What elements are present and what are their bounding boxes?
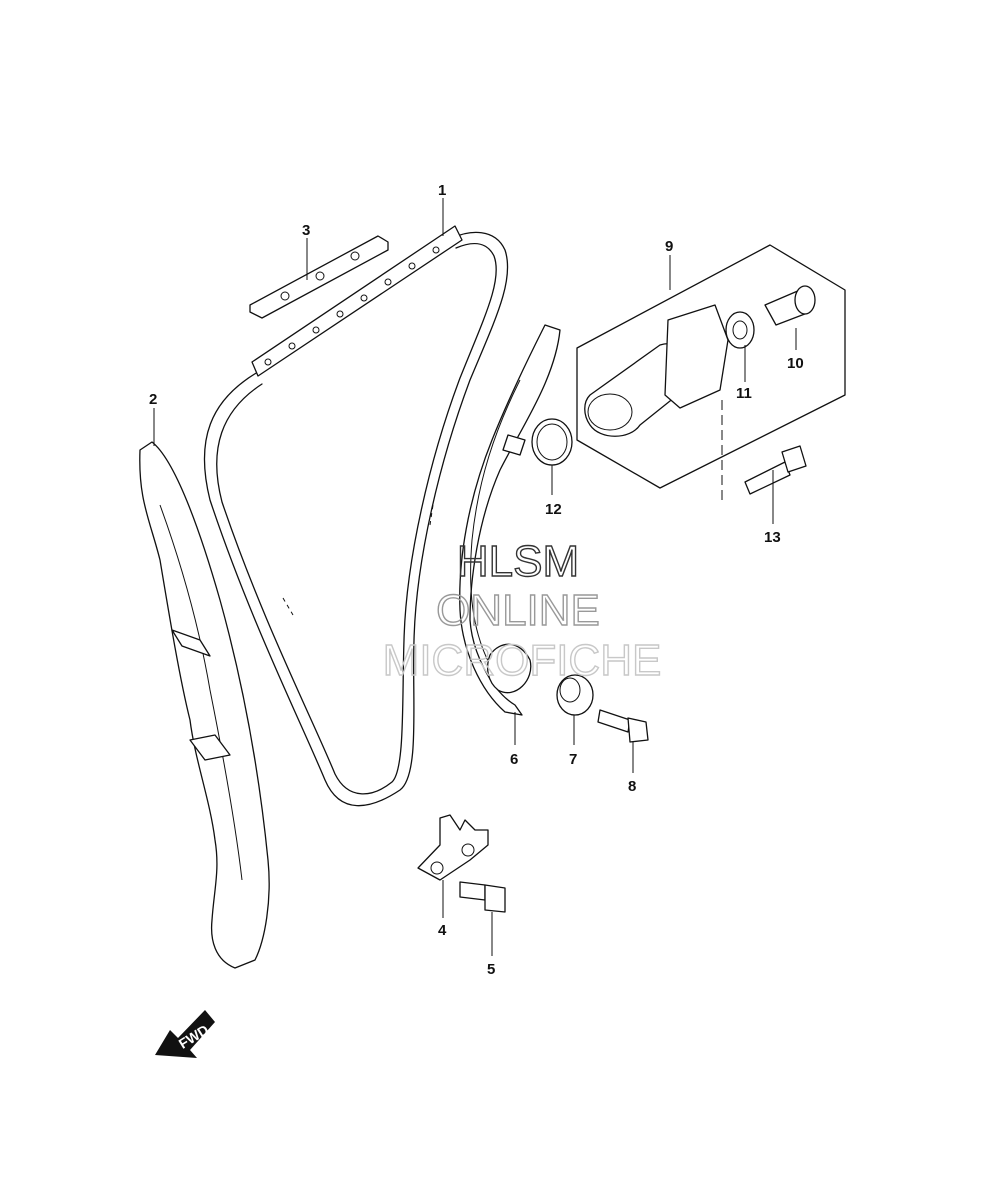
callout-12: 12 <box>545 501 562 518</box>
pivot-bolt <box>597 709 649 743</box>
tensioner-assembly-box <box>576 244 846 500</box>
callout-9: 9 <box>665 238 673 255</box>
callout-1: 1 <box>438 182 446 199</box>
collar <box>556 674 594 716</box>
bracket <box>417 814 489 881</box>
callout-5: 5 <box>487 961 495 978</box>
callout-10: 10 <box>787 355 804 372</box>
callout-8: 8 <box>628 778 636 795</box>
watermark-line-1: HLSM <box>457 537 579 586</box>
forward-arrow-icon: FWD <box>155 1010 215 1058</box>
callout-7: 7 <box>569 751 577 768</box>
watermark-line-3: MICROFICHE <box>383 636 662 685</box>
leader-lines <box>153 198 797 956</box>
callout-11: 11 <box>736 385 752 402</box>
front-chain-guide <box>139 441 270 969</box>
callout-13: 13 <box>764 529 781 546</box>
callout-6: 6 <box>510 751 518 768</box>
callout-3: 3 <box>302 222 310 239</box>
callout-labels: 1 2 3 4 5 6 7 8 9 10 11 12 13 <box>149 182 804 978</box>
watermark-line-2: ONLINE <box>436 586 600 635</box>
callout-4: 4 <box>438 922 447 939</box>
bracket-bolt <box>459 881 506 913</box>
chain-links <box>251 225 463 377</box>
tensioner-guide <box>459 324 561 716</box>
tensioner-bolt <box>744 445 807 495</box>
gasket-ring <box>531 418 573 466</box>
chain-guide-plate <box>249 235 389 319</box>
cam-chain <box>203 231 509 807</box>
callout-2: 2 <box>149 391 157 408</box>
watermark: HLSM ONLINE MICROFICHE <box>382 536 662 685</box>
